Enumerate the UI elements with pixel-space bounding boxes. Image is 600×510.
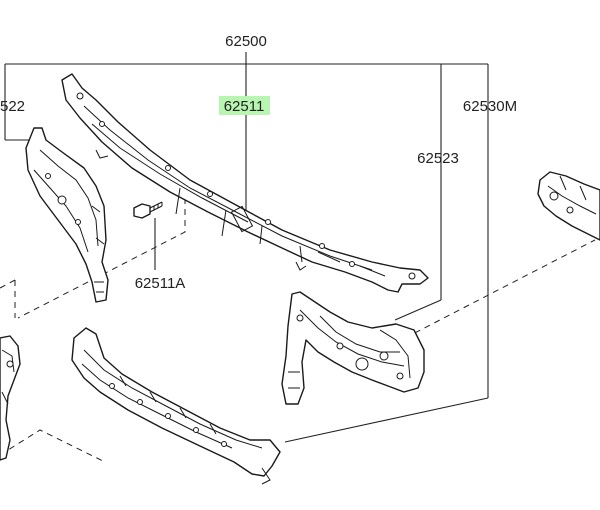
label-assembly: 62500 xyxy=(225,33,267,50)
leader-side-right xyxy=(394,299,442,321)
leader-lower xyxy=(284,397,489,443)
label-lower-member: 62530M xyxy=(463,98,517,115)
dash-bolt-left xyxy=(17,198,186,319)
upper-support-part xyxy=(61,73,429,293)
partial-left-edge-part xyxy=(0,335,21,461)
label-side-left: 522 xyxy=(0,98,25,115)
dash-right-fender xyxy=(404,239,596,339)
lower-member-part xyxy=(71,327,281,485)
label-bolt: 62511A xyxy=(135,275,186,292)
dash-left-top xyxy=(0,279,16,289)
partial-right-edge-part xyxy=(537,171,600,241)
right-side-support-part xyxy=(281,291,425,405)
left-side-support-part xyxy=(25,127,109,303)
label-upper-support: 62511 xyxy=(224,98,265,115)
part-labels: 62500 62511 522 62523 62530M 62511A xyxy=(0,33,517,292)
dashed-attachment-lines xyxy=(0,198,596,463)
leader-lines xyxy=(4,52,489,443)
dash-lower-left xyxy=(0,429,106,463)
label-side-right: 62523 xyxy=(417,150,459,167)
highlight-62511 xyxy=(219,96,270,115)
bolt-part xyxy=(133,201,163,219)
